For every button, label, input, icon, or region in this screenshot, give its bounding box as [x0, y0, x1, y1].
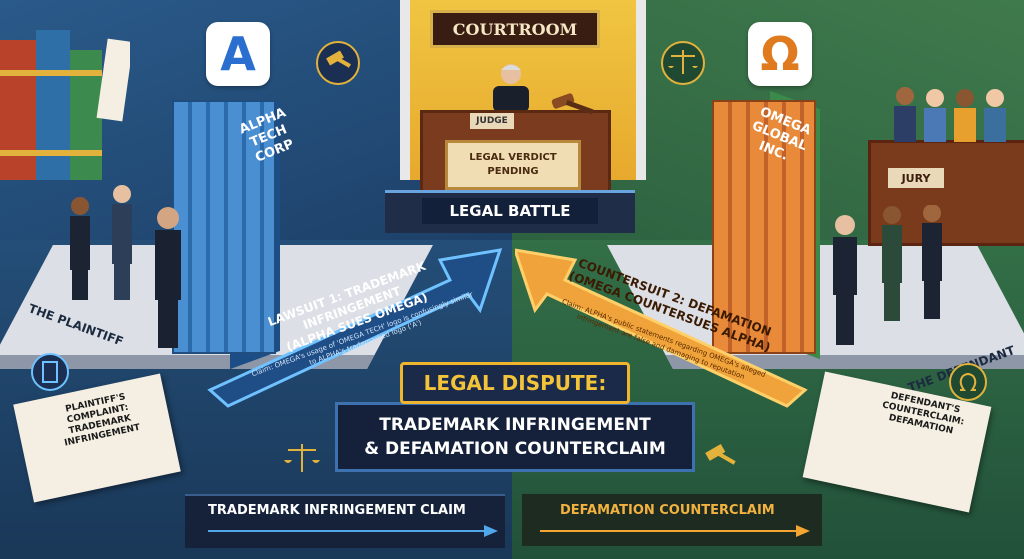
omega-building — [712, 100, 816, 354]
alpha-logo-icon: A — [220, 27, 256, 81]
defamation-claim-label: DEFAMATION COUNTERCLAIM — [560, 503, 775, 518]
countersuit-arrow — [515, 248, 808, 408]
trademark-claim-label: TRADEMARK INFRINGEMENT CLAIM — [208, 503, 466, 518]
judge-label: JUDGE — [470, 113, 514, 129]
jury-members-illustration — [894, 87, 1006, 142]
trademark-claim-bar — [185, 494, 505, 548]
defendant-lawyers-illustration — [833, 205, 942, 345]
legal-battle-label: LEGAL BATTLE — [422, 198, 598, 224]
dispute-heading: LEGAL DISPUTE: — [400, 362, 630, 404]
defamation-claim-bar — [522, 494, 822, 546]
omega-logo-icon: Ω — [760, 27, 800, 81]
gavel-icon-small — [705, 444, 736, 465]
law-books-illustration — [0, 30, 130, 180]
omega-logo: Ω — [748, 22, 812, 86]
verdict-plaque: LEGAL VERDICT PENDING — [445, 140, 581, 190]
scales-of-justice-icon — [661, 41, 705, 85]
scales-icon — [284, 444, 320, 472]
plaintiff-lawyers-illustration — [70, 185, 181, 348]
document-icon — [31, 353, 69, 391]
trademark-claim-arrow — [208, 525, 498, 537]
alpha-logo: A — [206, 22, 270, 86]
judge-figure — [493, 64, 529, 112]
defamation-claim-arrow — [540, 525, 810, 537]
omega-badge-icon — [949, 363, 987, 401]
jury-label: JURY — [888, 168, 944, 188]
verdict-line-1: LEGAL VERDICT — [469, 152, 557, 163]
dispute-line-1: TRADEMARK INFRINGEMENT — [379, 415, 651, 435]
gavel-icon — [551, 93, 594, 115]
dispute-panel: TRADEMARK INFRINGEMENT & DEFAMATION COUN… — [335, 402, 695, 472]
gavel-icon-badge — [316, 41, 360, 85]
lawsuit-arrow — [207, 248, 503, 408]
dispute-line-2: & DEFAMATION COUNTERCLAIM — [364, 439, 666, 459]
verdict-line-2: PENDING — [487, 166, 539, 177]
courtroom-title: COURTROOM — [430, 10, 600, 48]
